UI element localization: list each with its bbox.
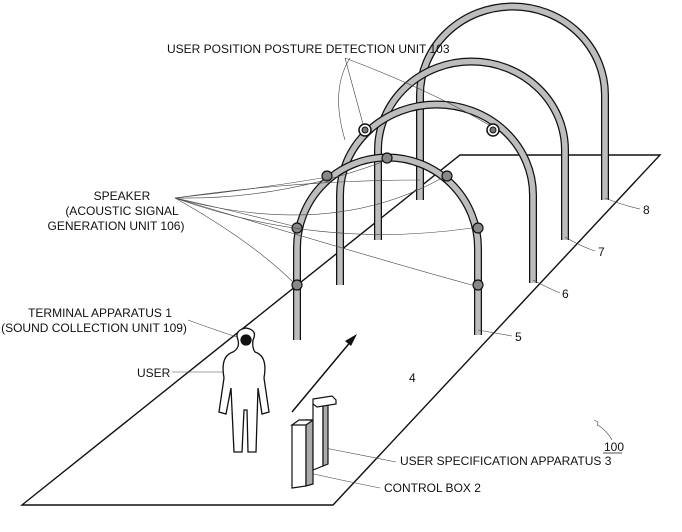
arrow-100	[593, 419, 599, 427]
label-speaker-1: SPEAKER	[94, 189, 151, 203]
label-speaker-2: (ACOUSTIC SIGNAL	[65, 204, 179, 218]
label-arch-8: 8	[643, 203, 650, 217]
leader-lines	[172, 57, 641, 489]
arch-8	[416, 2, 609, 200]
terminal-apparatus-icon	[240, 334, 252, 346]
label-terminal-2: (SOUND COLLECTION UNIT 109)	[1, 321, 187, 335]
label-speaker-3: GENERATION UNIT 106)	[48, 219, 185, 233]
label-user: USER	[137, 366, 171, 380]
direction-arrow	[291, 334, 357, 413]
label-arch-7: 7	[598, 245, 605, 259]
arch-6	[336, 100, 537, 285]
label-terminal-1: TERMINAL APPARATUS 1	[28, 306, 172, 320]
floor	[20, 154, 662, 506]
detection-unit-icons	[358, 123, 500, 137]
speaker-icons	[291, 152, 484, 291]
label-arch-6: 6	[562, 287, 569, 301]
label-figure-ref: 100	[604, 440, 624, 454]
user-specification-apparatus	[312, 395, 337, 471]
label-control-box: CONTROL BOX 2	[384, 481, 481, 495]
label-user-spec: USER SPECIFICATION APPARATUS 3	[400, 454, 612, 468]
user-figure	[218, 327, 270, 453]
label-arch-5: 5	[515, 330, 522, 344]
control-box	[290, 419, 315, 489]
label-detection-unit: USER POSITION POSTURE DETECTION UNIT 103	[167, 42, 450, 56]
label-path-ref: 4	[409, 371, 416, 385]
